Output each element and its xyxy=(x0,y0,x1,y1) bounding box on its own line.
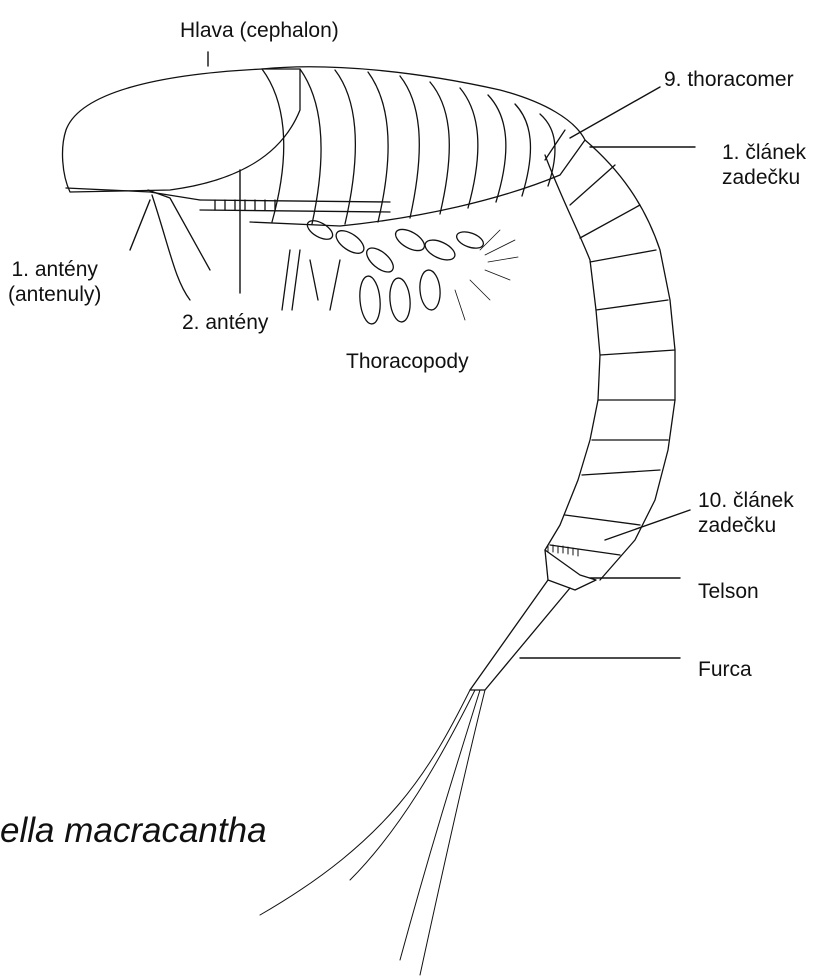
abdomen-segments xyxy=(545,130,675,580)
rostrum-line xyxy=(66,188,200,200)
label-thoracomer: 9. thoracomer xyxy=(664,67,794,92)
label-thoracopods: Thoracopody xyxy=(346,349,469,374)
cephalon-outline xyxy=(63,69,300,192)
thoracopods xyxy=(282,217,518,325)
leader-thoracomer xyxy=(570,87,660,138)
label-abdomen-segment-1-line2: zadečku xyxy=(722,165,806,190)
leader-ant1 xyxy=(130,200,150,250)
label-antenna-1-line2: (antenuly) xyxy=(8,282,101,307)
label-telson: Telson xyxy=(698,579,759,604)
label-antenna-1: 1. antény (antenuly) xyxy=(8,257,101,307)
furca-rami xyxy=(470,580,570,690)
species-name: ella macracantha xyxy=(0,811,420,851)
label-head: Hlava (cephalon) xyxy=(180,18,339,43)
label-abdomen-segment-10: 10. článek zadečku xyxy=(698,488,794,538)
label-antenna-2: 2. antény xyxy=(182,310,268,335)
label-abdomen-segment-1-line1: 1. článek xyxy=(722,140,806,165)
label-abdomen-segment-10-line1: 10. článek xyxy=(698,488,794,513)
antenna-1 xyxy=(148,190,210,300)
species-name-text: ella macracantha xyxy=(0,811,267,850)
label-furca: Furca xyxy=(698,657,752,682)
antenna-2 xyxy=(200,200,390,212)
telson-spines xyxy=(548,545,578,556)
label-abdomen-segment-1: 1. článek zadečku xyxy=(722,140,806,190)
telson-outline xyxy=(545,550,596,590)
label-antenna-1-line1: 1. antény xyxy=(8,257,101,282)
label-abdomen-segment-10-line2: zadečku xyxy=(698,513,794,538)
